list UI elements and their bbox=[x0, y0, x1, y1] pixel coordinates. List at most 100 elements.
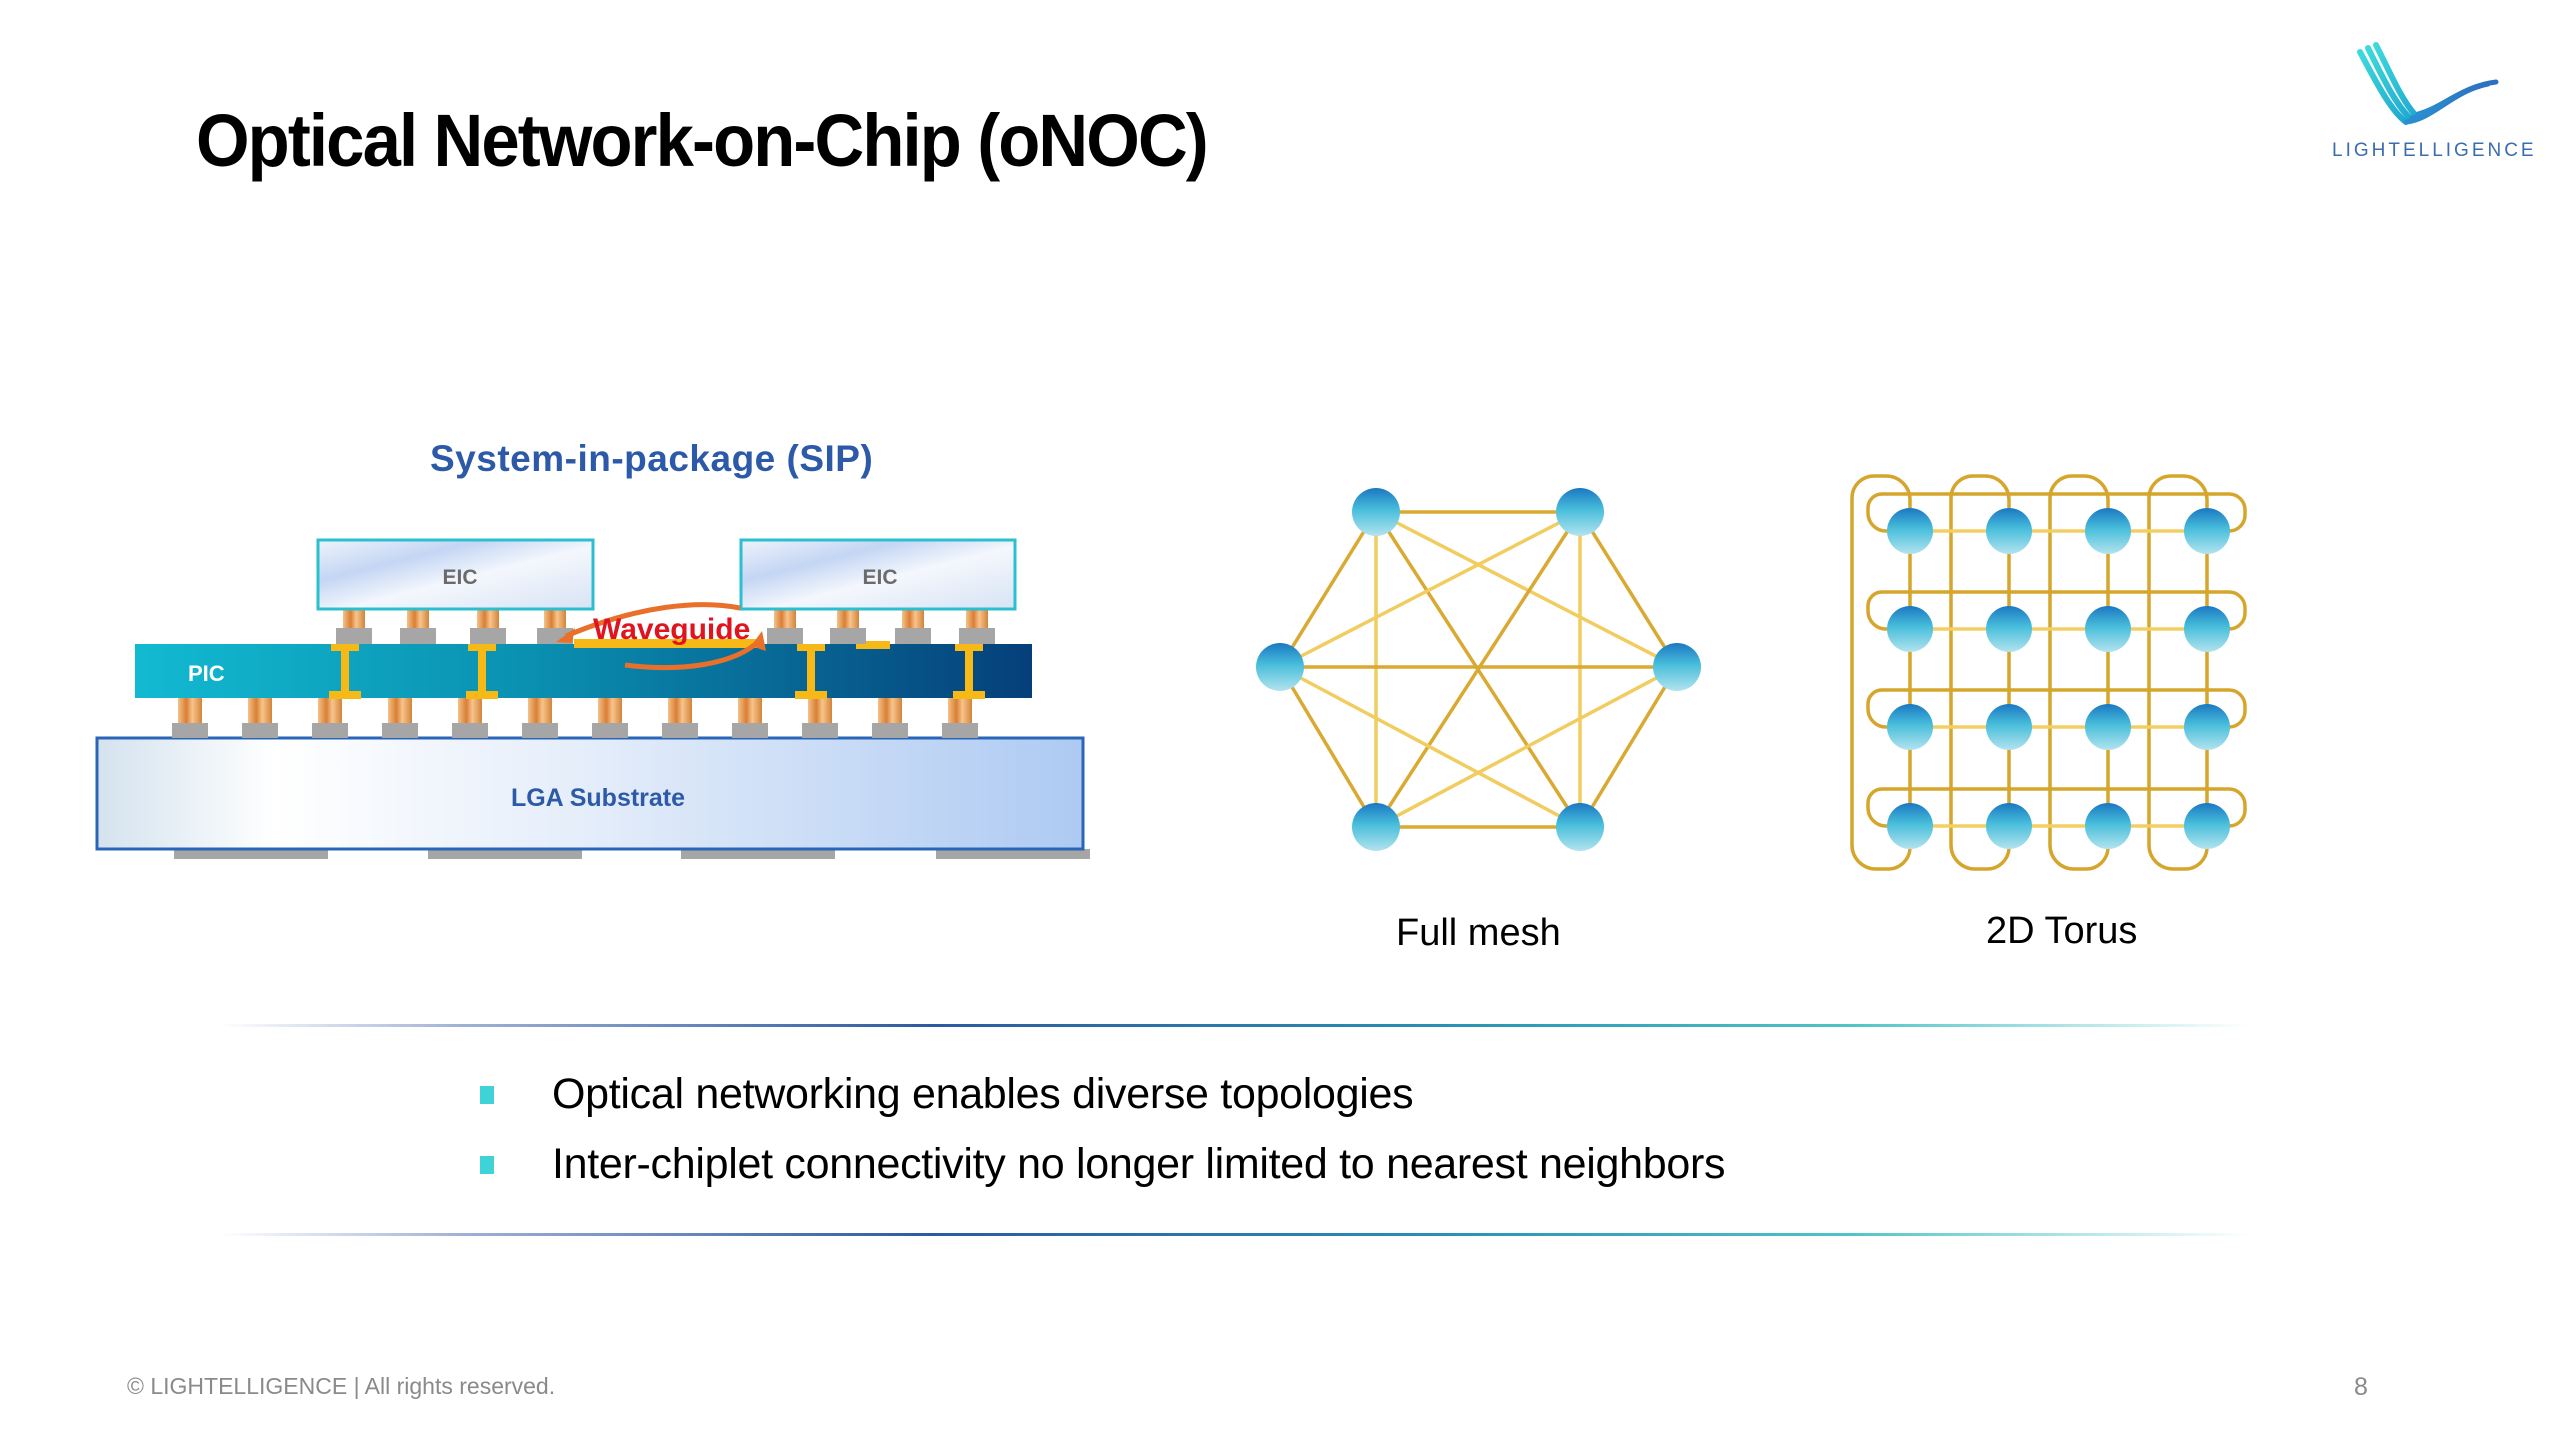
slide-title: Optical Network-on-Chip (oNOC) bbox=[196, 99, 1209, 182]
mesh-link bbox=[1279, 510, 1581, 669]
torus-node bbox=[1887, 803, 1933, 849]
torus-column-wrap bbox=[1850, 474, 1912, 871]
bullet-list: Optical networking enables diverse topol… bbox=[480, 1070, 1726, 1210]
mesh-link bbox=[1375, 665, 1678, 829]
bullet-text: Inter-chiplet connectivity no longer lim… bbox=[552, 1140, 1726, 1188]
mesh-link bbox=[1278, 666, 1378, 828]
torus-node bbox=[2085, 606, 2131, 652]
upper-pad bbox=[895, 628, 931, 644]
mesh-links bbox=[1278, 510, 1679, 829]
torus-node bbox=[2184, 606, 2230, 652]
upper-pad bbox=[959, 628, 995, 644]
brand-logo: LIGHTELLIGENCE bbox=[2320, 40, 2537, 170]
torus-column-wrap bbox=[2147, 474, 2209, 871]
lower-pad bbox=[732, 723, 768, 738]
torus-column-wrap bbox=[1949, 474, 2011, 871]
upper-pillar bbox=[343, 609, 365, 629]
footer-copyright: © LIGHTELLIGENCE | All rights reserved. bbox=[127, 1373, 556, 1399]
upper-pillar bbox=[774, 609, 796, 629]
lower-pillar bbox=[598, 698, 622, 723]
lower-pad bbox=[172, 723, 208, 738]
via bbox=[795, 644, 827, 699]
mesh-node bbox=[1556, 803, 1604, 851]
via-bottom bbox=[466, 691, 498, 699]
lower-pad bbox=[452, 723, 488, 738]
eic-left-label: EIC bbox=[442, 566, 477, 589]
waveguide-stub bbox=[856, 641, 890, 649]
mesh-node bbox=[1256, 643, 1304, 691]
mesh-link bbox=[1578, 666, 1679, 828]
waveguide-arrow-right-icon bbox=[624, 638, 762, 671]
upper-pad bbox=[336, 628, 372, 644]
bullet-text: Optical networking enables diverse topol… bbox=[552, 1070, 1414, 1118]
mesh-link bbox=[1578, 511, 1679, 668]
mesh-node bbox=[1556, 488, 1604, 536]
torus-row-wrap bbox=[1866, 688, 2247, 729]
waveguide-arrow-left-icon bbox=[565, 602, 741, 639]
full-mesh-diagram bbox=[1256, 488, 1701, 851]
upper-pillar bbox=[407, 609, 429, 629]
torus-node bbox=[2085, 803, 2131, 849]
eic-left bbox=[316, 538, 595, 611]
page-number: 8 bbox=[2354, 1373, 2368, 1401]
mesh-link bbox=[1278, 511, 1378, 668]
via-bottom bbox=[795, 691, 827, 699]
eic-right-label: EIC bbox=[862, 566, 897, 589]
waveguide-bar bbox=[574, 639, 758, 648]
lower-pillar bbox=[668, 698, 692, 723]
bullet-item: Inter-chiplet connectivity no longer lim… bbox=[480, 1140, 1726, 1210]
torus-row-wrap bbox=[1866, 492, 2247, 533]
upper-pad bbox=[470, 628, 506, 644]
lower-pad bbox=[592, 723, 628, 738]
torus-node bbox=[2085, 704, 2131, 750]
torus-links bbox=[1908, 529, 2209, 828]
square-bullet-icon bbox=[480, 1156, 494, 1174]
divider-bottom bbox=[220, 1233, 2250, 1236]
via bbox=[466, 644, 498, 699]
lower-pillar bbox=[178, 698, 202, 723]
via-stem bbox=[478, 644, 486, 698]
lower-pillar bbox=[318, 698, 342, 723]
mesh-nodes bbox=[1256, 488, 1701, 851]
torus-node bbox=[1887, 704, 1933, 750]
via-stem bbox=[965, 644, 973, 698]
lower-pad bbox=[242, 723, 278, 738]
torus-node bbox=[1986, 606, 2032, 652]
mesh-link bbox=[1374, 511, 1582, 828]
lower-pillar bbox=[878, 698, 902, 723]
upper-pillar bbox=[966, 609, 988, 629]
lower-pillar bbox=[388, 698, 412, 723]
lower-pad bbox=[312, 723, 348, 738]
upper-bumps bbox=[336, 609, 995, 644]
torus-nodes bbox=[1887, 508, 2230, 849]
via bbox=[329, 644, 361, 699]
mesh-node bbox=[1352, 803, 1400, 851]
sip-diagram-title: System-in-package (SIP) bbox=[430, 438, 874, 479]
pic-label: PIC bbox=[188, 661, 225, 686]
torus-wrap-links bbox=[1850, 474, 2247, 871]
mesh-link bbox=[1375, 510, 1678, 669]
logo-mark-icon bbox=[2357, 42, 2499, 125]
upper-pillar bbox=[837, 609, 859, 629]
upper-pad bbox=[830, 628, 866, 644]
lower-pad bbox=[802, 723, 838, 738]
via-stem bbox=[807, 644, 815, 698]
torus-node bbox=[1887, 508, 1933, 554]
eic-right bbox=[739, 538, 1017, 611]
lower-pillar bbox=[948, 698, 972, 723]
torus-row-wrap bbox=[1866, 590, 2247, 631]
torus-node bbox=[1986, 803, 2032, 849]
upper-pad bbox=[400, 628, 436, 644]
lga-pads bbox=[174, 849, 1090, 859]
lga-substrate bbox=[95, 736, 1085, 851]
lower-pillar bbox=[528, 698, 552, 723]
logo-wordmark: LIGHTELLIGENCE bbox=[2332, 140, 2537, 161]
lower-pad bbox=[382, 723, 418, 738]
lower-pillar bbox=[808, 698, 832, 723]
torus-diagram bbox=[1850, 474, 2247, 871]
arrowhead-left-icon bbox=[556, 628, 575, 643]
torus-node bbox=[1986, 508, 2032, 554]
lower-pad bbox=[942, 723, 978, 738]
bullet-item: Optical networking enables diverse topol… bbox=[480, 1070, 1725, 1140]
via-stem bbox=[341, 644, 349, 698]
